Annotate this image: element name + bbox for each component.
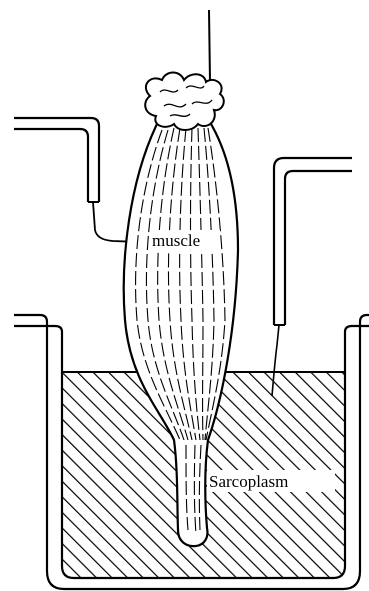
right-electrode [272, 158, 352, 396]
muscle-label: muscle [152, 231, 200, 250]
left-electrode [14, 118, 140, 242]
suspension-thread [209, 10, 210, 82]
muscle-tendon-knot [145, 73, 224, 131]
sarcoplasm-label: Sarcoplasm [209, 472, 288, 491]
